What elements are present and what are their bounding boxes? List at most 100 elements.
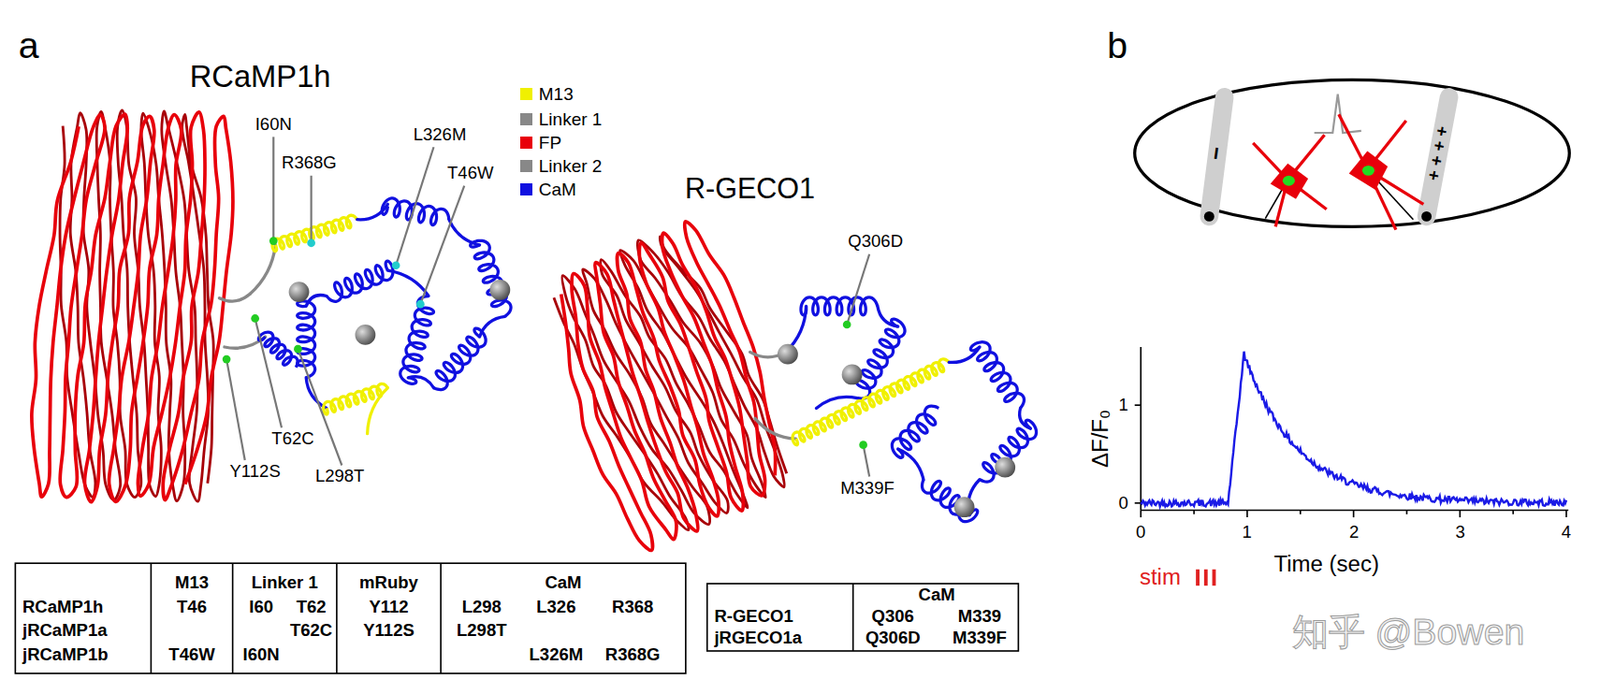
table-cell: Q306D bbox=[865, 627, 921, 647]
watermark: 知乎 @Bowen bbox=[1292, 612, 1526, 654]
alpha-helix bbox=[891, 406, 939, 458]
leader-line bbox=[310, 175, 313, 244]
alpha-helix bbox=[470, 240, 511, 317]
table-cell: Q306 bbox=[872, 606, 915, 626]
table-cell: Y112S bbox=[363, 621, 415, 640]
tick bbox=[1139, 509, 1142, 518]
leader-line bbox=[420, 186, 465, 306]
table-cell: L298 bbox=[462, 597, 502, 617]
tick-label: 4 bbox=[1561, 523, 1571, 542]
table-cell: M339 bbox=[958, 606, 1002, 626]
table-header: CaM bbox=[918, 585, 956, 605]
table-cell: L298T bbox=[456, 621, 508, 640]
mutation-callout: R368G bbox=[281, 153, 337, 173]
fluorescence-trace bbox=[1140, 351, 1567, 508]
table-cell: I60N bbox=[243, 645, 280, 665]
leader-line bbox=[863, 445, 871, 478]
calcium-ion bbox=[289, 281, 310, 303]
electrode-tip bbox=[1421, 211, 1432, 222]
leader-line bbox=[846, 254, 870, 325]
table-row-label: jRGECO1a bbox=[713, 627, 802, 647]
legend-swatch bbox=[520, 160, 533, 173]
table-rule bbox=[335, 563, 338, 674]
table-row-label: RCaMP1h bbox=[22, 597, 103, 617]
tick bbox=[1512, 509, 1514, 514]
beta-strands bbox=[31, 112, 233, 503]
mutation-site bbox=[416, 300, 425, 309]
tick-label: 2 bbox=[1349, 523, 1359, 542]
structure-title: RCaMP1h bbox=[189, 59, 332, 94]
leader-line bbox=[395, 146, 434, 266]
beta-barrel bbox=[31, 110, 233, 503]
alpha-helix bbox=[400, 295, 435, 384]
table-cell: T62C bbox=[290, 621, 333, 640]
table-header: mRuby bbox=[359, 573, 419, 593]
alpha-helix bbox=[433, 328, 486, 391]
calcium-ion bbox=[842, 364, 863, 386]
beta-barrel bbox=[519, 213, 818, 558]
table-rule bbox=[439, 563, 442, 674]
alpha-helix bbox=[297, 301, 316, 379]
tick bbox=[1134, 502, 1142, 505]
table-rule bbox=[150, 563, 153, 674]
table-row-label: jRCaMP1b bbox=[22, 645, 109, 665]
tick bbox=[1459, 509, 1462, 518]
calcium-ion bbox=[355, 324, 377, 346]
mutation-callout: Q306D bbox=[847, 232, 903, 251]
coil-loop bbox=[815, 396, 858, 408]
mutation-table bbox=[14, 563, 685, 674]
mutation-site bbox=[293, 345, 303, 354]
tick-label: 0 bbox=[1119, 493, 1129, 512]
figure-part bbox=[14, 563, 685, 674]
alpha-helix bbox=[800, 297, 878, 316]
mutation-table bbox=[707, 583, 1019, 652]
table-cell: R368G bbox=[605, 645, 661, 665]
figure-part bbox=[1134, 79, 1571, 227]
electrode-sign: + + + + bbox=[1423, 124, 1452, 182]
beta-strands bbox=[520, 215, 818, 558]
calcium-ion bbox=[489, 279, 510, 301]
stimulus-mark bbox=[1212, 569, 1217, 586]
figure-part bbox=[707, 583, 1019, 652]
legend-text: Linker 2 bbox=[538, 156, 603, 176]
table-rule bbox=[232, 563, 234, 674]
leader-line bbox=[226, 359, 246, 461]
panel-letter: b bbox=[1106, 25, 1128, 66]
table-cell: L326M bbox=[529, 645, 584, 665]
mutation-callout: T46W bbox=[447, 163, 494, 183]
tick bbox=[1134, 404, 1142, 407]
table-rule bbox=[852, 583, 855, 652]
table-row-label: jRCaMP1a bbox=[22, 621, 108, 640]
leader-line bbox=[255, 318, 282, 428]
mutation-site bbox=[858, 440, 868, 450]
alpha-helix bbox=[922, 480, 978, 523]
table-cell: Y112 bbox=[368, 597, 408, 617]
tick bbox=[1565, 509, 1568, 518]
mutation-site bbox=[306, 238, 316, 248]
x-axis bbox=[1140, 509, 1569, 512]
legend-swatch bbox=[520, 87, 533, 101]
table-row-label: R-GECO1 bbox=[713, 606, 793, 626]
axis-title: ΔF/F₀ bbox=[1087, 409, 1112, 468]
tick bbox=[1299, 509, 1302, 514]
neuron-soma bbox=[1349, 151, 1388, 190]
legend-text: M13 bbox=[538, 85, 574, 105]
nucleus bbox=[1282, 175, 1295, 187]
stimulus-label: stim bbox=[1139, 565, 1181, 590]
mutation-site bbox=[843, 320, 852, 330]
neuron-soma bbox=[1270, 163, 1309, 200]
mutation-callout: L298T bbox=[315, 466, 365, 486]
legend-text: FP bbox=[538, 132, 562, 153]
table-header: Linker 1 bbox=[251, 573, 319, 593]
tick-label: 3 bbox=[1454, 523, 1465, 542]
calcium-ion bbox=[777, 344, 799, 365]
table-cell: R368 bbox=[611, 597, 654, 617]
legend-swatch bbox=[520, 113, 533, 126]
mutation-callout: L326M bbox=[413, 125, 467, 145]
alpha-helix bbox=[258, 332, 298, 368]
tick bbox=[1406, 509, 1409, 514]
coil-loop bbox=[367, 388, 389, 435]
table-cell: T46W bbox=[168, 645, 215, 665]
stimulus-mark bbox=[1195, 569, 1200, 586]
